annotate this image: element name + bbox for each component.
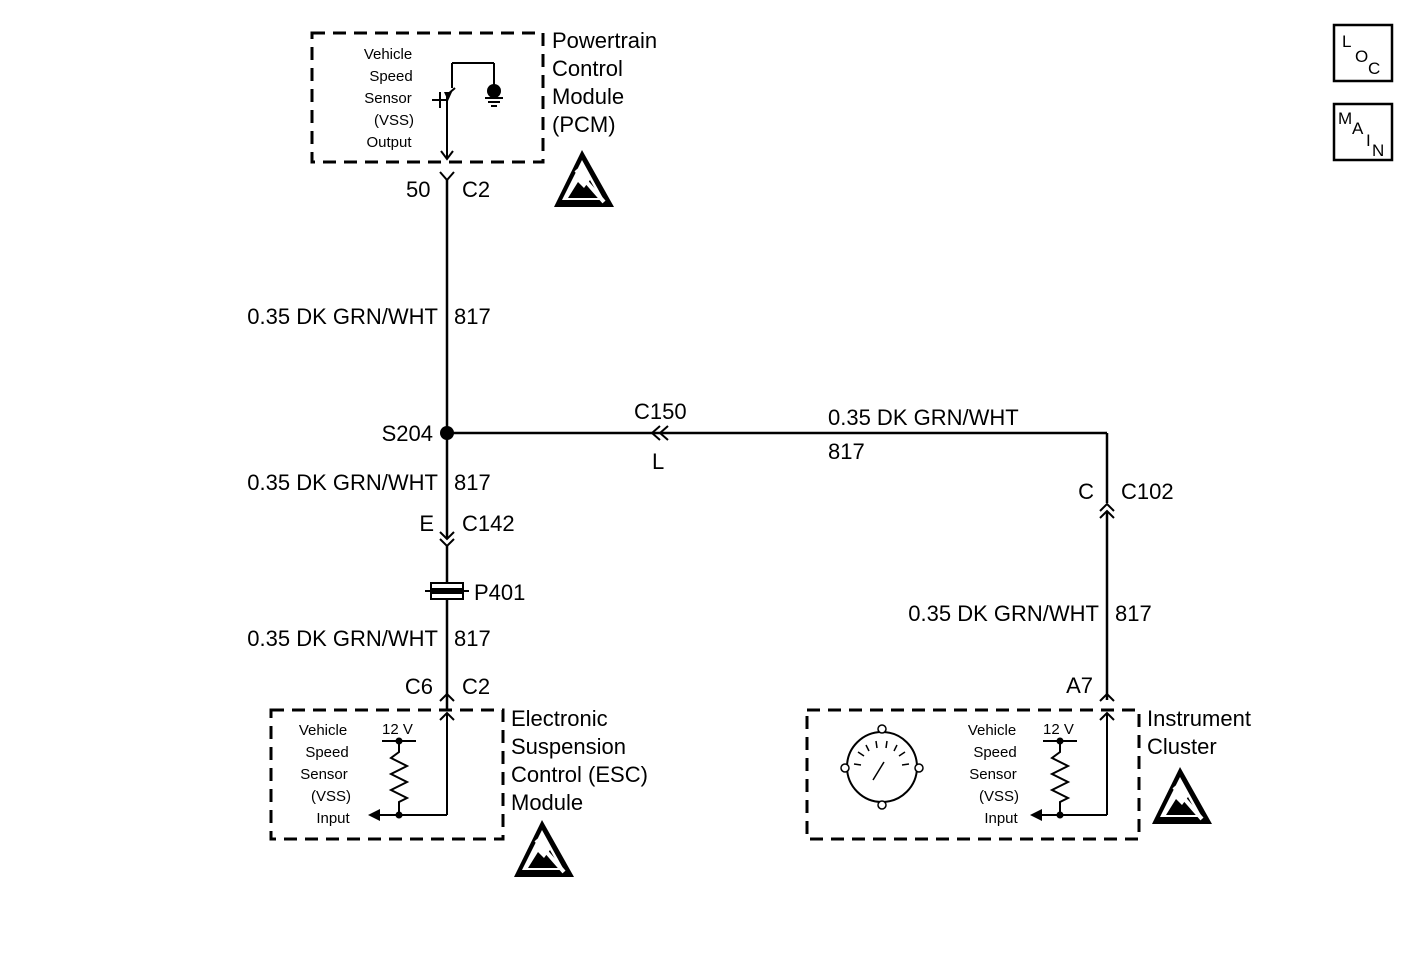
pcm-sensor-line: (VSS): [374, 112, 414, 129]
esc-title-line: Module: [511, 790, 583, 815]
esc-pin: C6: [405, 674, 433, 699]
main-letter-a: A: [1352, 119, 1364, 138]
esc-box: [269, 708, 505, 841]
esc-title-line: Electronic: [511, 706, 608, 731]
esd-warning-icon: [554, 150, 614, 207]
pcm-title: Powertrain Control Module (PCM): [552, 28, 657, 137]
pcm-connector-name: C2: [462, 177, 490, 202]
main-letter-n: N: [1372, 141, 1384, 160]
esc-sensor-line: Vehicle: [299, 722, 347, 739]
c142-connector-icon: [439, 531, 455, 541]
pcm-sensor-line: Vehicle: [364, 46, 412, 63]
cluster-sensor-label: Vehicle Speed Sensor (VSS) Input: [968, 722, 1019, 827]
loc-button[interactable]: L O C: [1332, 23, 1394, 83]
pcm-sensor-label: Vehicle Speed Sensor (VSS) Output: [364, 46, 414, 151]
cluster-sensor-line: (VSS): [979, 788, 1019, 805]
wire-spec-label: 0.35 DK GRN/WHT: [908, 601, 1099, 626]
c150-connector-icon: [650, 425, 661, 441]
wire-circuit-label: 817: [454, 304, 491, 329]
c102-connector-icon: [1099, 502, 1115, 512]
wire-spec-label: 0.35 DK GRN/WHT: [247, 626, 438, 651]
pcm-sensor-line: Output: [366, 134, 412, 151]
pcm-title-line: (PCM): [552, 112, 616, 137]
esc-sensor-line: Sensor: [300, 766, 348, 783]
esc-sensor-label: Vehicle Speed Sensor (VSS) Input: [299, 722, 351, 827]
esc-title-line: Suspension: [511, 734, 626, 759]
pcm-connector-icon: [439, 171, 455, 182]
c150-pin: L: [652, 449, 664, 474]
loc-letter-l: L: [1342, 32, 1351, 51]
wire-circuit-label: 817: [454, 626, 491, 651]
speedometer-icon: [840, 724, 924, 810]
pcm-box: [310, 31, 545, 164]
esc-sensor-line: Speed: [305, 744, 348, 761]
p401-inline-icon: [425, 582, 469, 600]
cluster-sensor-line: Vehicle: [968, 722, 1016, 739]
cluster-title-line: Instrument: [1147, 706, 1251, 731]
wire-circuit-label: 817: [828, 439, 865, 464]
main-letter-m: M: [1338, 109, 1352, 128]
wire-spec-label: 0.35 DK GRN/WHT: [828, 405, 1019, 430]
wire-spec-label: 0.35 DK GRN/WHT: [247, 304, 438, 329]
c102-pin: C: [1078, 479, 1094, 504]
resistor-icon: [382, 737, 416, 815]
transistor-icon: [432, 62, 494, 161]
wire-circuit-label: 817: [1115, 601, 1152, 626]
main-button[interactable]: M A I N: [1332, 102, 1394, 162]
p401-label: P401: [474, 580, 525, 605]
cluster-voltage: 12 V: [1043, 721, 1074, 738]
cluster-connector-icon: [1099, 692, 1115, 702]
wire-spec-label: 0.35 DK GRN/WHT: [247, 470, 438, 495]
esc-title: Electronic Suspension Control (ESC) Modu…: [511, 706, 648, 815]
c150-label: C150: [634, 399, 687, 424]
cluster-pin: A7: [1066, 673, 1093, 698]
resistor-icon: [1043, 737, 1077, 815]
pcm-sensor-line: Sensor: [364, 90, 412, 107]
esc-title-line: Control (ESC): [511, 762, 648, 787]
loc-letter-o: O: [1355, 47, 1368, 66]
cluster-sensor-line: Input: [984, 810, 1018, 827]
esc-connector-icon: [439, 692, 455, 702]
pcm-title-line: Module: [552, 84, 624, 109]
loc-letter-c: C: [1368, 59, 1380, 78]
cluster-sensor-line: Sensor: [969, 766, 1017, 783]
pcm-sensor-line: Speed: [369, 68, 412, 85]
ground-icon: [485, 63, 503, 107]
esd-warning-icon: [1152, 767, 1212, 824]
esc-connector-name: C2: [462, 674, 490, 699]
wire-circuit-label: 817: [454, 470, 491, 495]
cluster-title: Instrument Cluster: [1147, 706, 1251, 759]
esc-voltage: 12 V: [382, 721, 413, 738]
pcm-pin-number: 50: [406, 177, 430, 202]
main-letter-i: I: [1366, 131, 1371, 150]
c142-pin: E: [419, 511, 434, 536]
splice-label: S204: [382, 421, 433, 446]
c102-label: C102: [1121, 479, 1174, 504]
pcm-title-line: Powertrain: [552, 28, 657, 53]
c142-label: C142: [462, 511, 515, 536]
esd-warning-icon: [514, 820, 574, 877]
cluster-sensor-line: Speed: [973, 744, 1016, 761]
cluster-title-line: Cluster: [1147, 734, 1217, 759]
pcm-title-line: Control: [552, 56, 623, 81]
esc-sensor-line: Input: [316, 810, 350, 827]
esc-sensor-line: (VSS): [311, 788, 351, 805]
